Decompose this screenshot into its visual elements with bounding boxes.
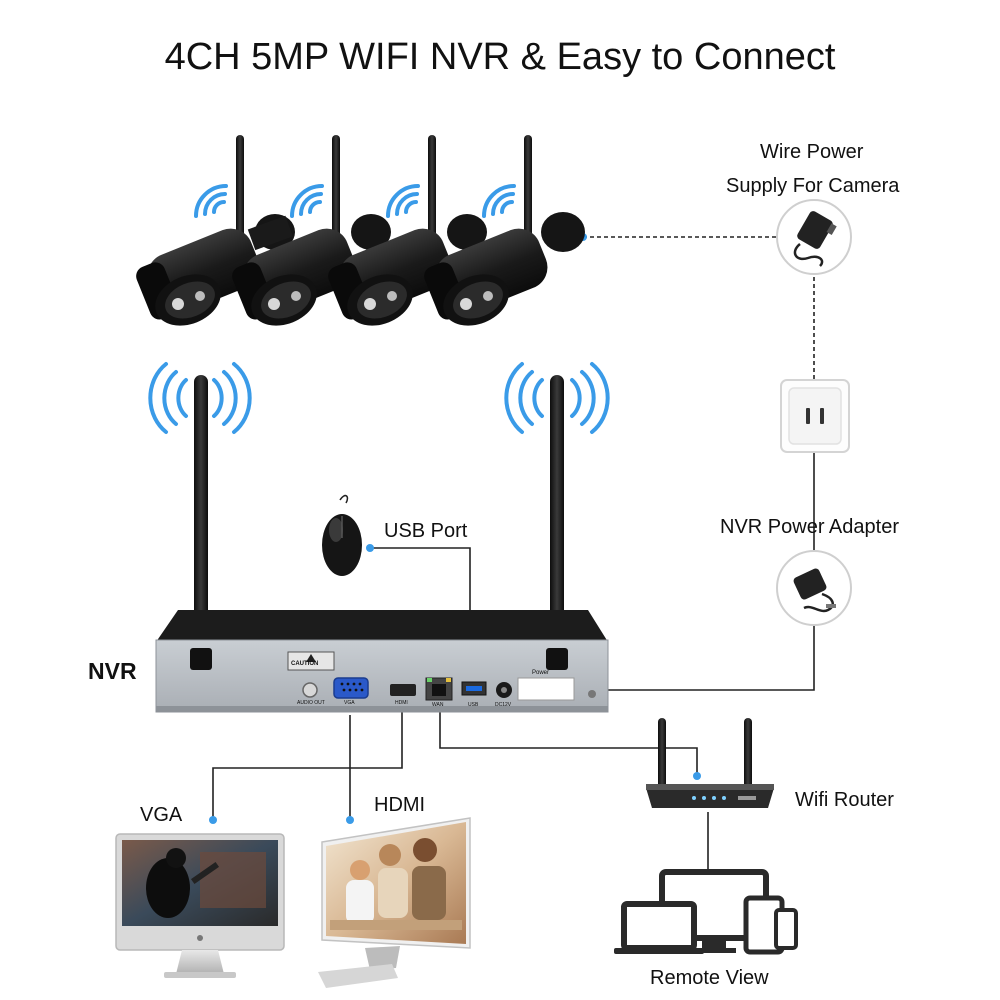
nvr-device — [148, 362, 610, 713]
adapter-icon — [793, 568, 836, 613]
power-label: Power — [532, 670, 550, 676]
wifi-icon — [290, 184, 324, 218]
nvr-power-line — [516, 622, 815, 691]
nvr-power-adapter-label: NVR Power Adapter — [720, 516, 899, 538]
page-title: 4CH 5MP WIFI NVR & Easy to Connect — [164, 36, 836, 78]
dot-vga — [209, 816, 217, 824]
nvr-ports — [302, 677, 596, 701]
remote-view-label: Remote View — [650, 967, 769, 989]
wifi-icon — [148, 362, 252, 434]
vga-label: VGA — [140, 804, 183, 826]
camera-icon — [232, 135, 391, 326]
camera-icon — [136, 135, 295, 326]
wall-outlet — [780, 379, 850, 453]
caution-label: CAUTION — [291, 661, 319, 667]
audio-out-port — [302, 682, 318, 698]
wifi-icon — [482, 184, 516, 218]
camera-power-adapter — [776, 199, 852, 275]
wifi-icon — [504, 362, 610, 434]
mouse-icon — [322, 494, 362, 576]
hdmi-port-label: HDMI — [395, 700, 408, 706]
usb-port-panel-label: USB — [468, 702, 479, 708]
wifi-router-label: Wifi Router — [795, 789, 894, 811]
wifi-icon — [386, 184, 420, 218]
wan-port-label: WAN — [432, 702, 444, 708]
vga-port-label: VGA — [344, 700, 355, 706]
connection-lines — [212, 236, 815, 872]
laptop-icon — [614, 901, 704, 954]
wan-line — [439, 708, 698, 776]
hdmi-line — [212, 712, 403, 820]
nvr-power-adapter — [776, 550, 852, 626]
router-icon — [646, 718, 774, 808]
usb-port-label: USB Port — [384, 520, 468, 542]
phone-icon — [774, 908, 798, 950]
vga-monitor — [115, 833, 285, 978]
rating-label — [517, 677, 575, 701]
dot-router-wan — [693, 772, 701, 780]
monitor-icon — [115, 833, 285, 978]
hdmi-monitor — [318, 817, 471, 988]
wall-outlet-icon — [806, 408, 824, 424]
camera-icon — [424, 135, 585, 326]
dc-port-label: DC12V — [495, 702, 512, 708]
vga-port — [333, 677, 369, 699]
wire-power-label-line1: Wire Power — [760, 141, 864, 163]
camera-icon — [328, 135, 487, 326]
audio-out-port-label: AUDIO OUT — [297, 700, 325, 706]
nvr-antenna-left — [194, 375, 208, 670]
wire-power-label-line2: Supply For Camera — [726, 175, 900, 197]
nvr-label: NVR — [88, 658, 137, 684]
dot-hdmi — [346, 816, 354, 824]
wifi-icon — [194, 184, 228, 218]
dot-usb-label — [366, 544, 374, 552]
remote-view-devices — [614, 869, 798, 955]
adapter-icon — [793, 211, 837, 267]
hdmi-label: HDMI — [374, 794, 426, 816]
camera-row — [136, 135, 585, 326]
nvr-antenna-right — [550, 375, 564, 670]
hdmi-port — [390, 684, 416, 696]
monitor-icon — [318, 817, 471, 988]
